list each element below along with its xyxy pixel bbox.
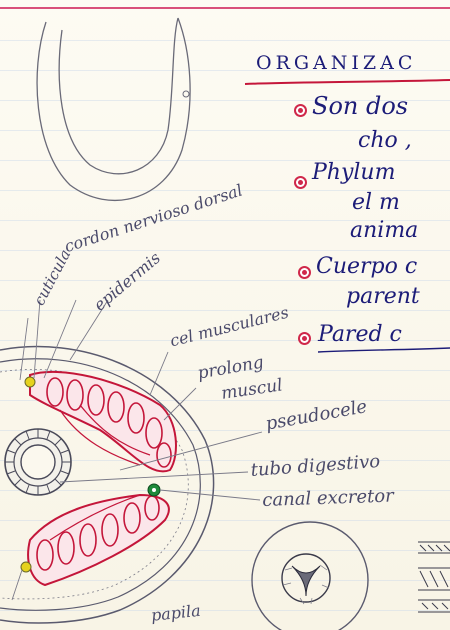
dorsal-nerve-cord [25,377,35,387]
note-1-line-1: Son dos [312,92,408,120]
note-2-line-1: Phylum [312,160,395,185]
bullet-icon [298,266,311,279]
note-2-line-2: el m [352,190,400,215]
ventral-nerve-cord [21,562,31,572]
page-title: ORGANIZAC [256,52,416,74]
worm-sketch [37,18,190,200]
digestive-tube [5,429,71,495]
note-2-line-3: anima [350,218,418,243]
bullet-icon [298,332,311,345]
muscle-band-lower [28,495,169,585]
bullet-icon [294,104,307,117]
hatched-block [418,542,450,612]
note-4-line-1: Pared c [318,322,402,347]
note-3-line-1: Cuerpo c [316,254,417,279]
note-3-line-2: parent [346,284,420,309]
bullet-icon [294,176,307,189]
note-1-line-2: cho , [358,128,412,153]
